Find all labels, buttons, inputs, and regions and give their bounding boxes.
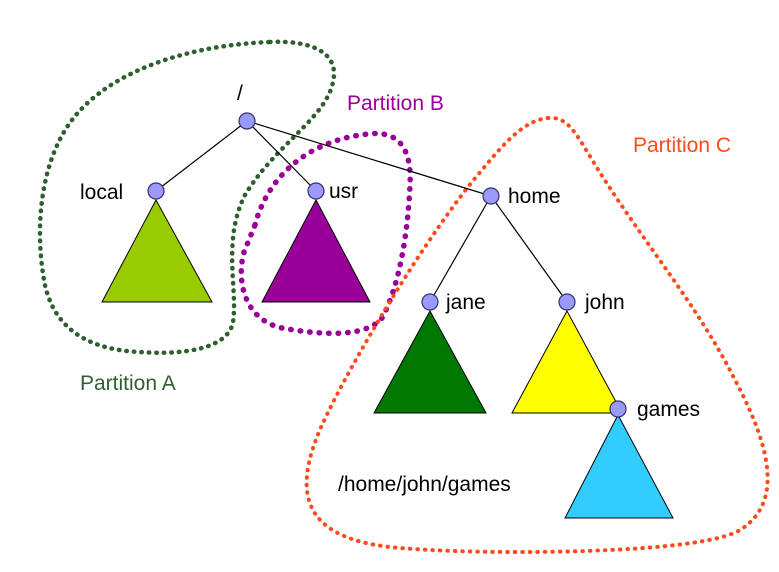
jane-subtree-triangle <box>373 309 487 414</box>
edge-root-usr <box>246 120 317 192</box>
node-usr <box>307 182 325 200</box>
node-label-root: / <box>237 82 243 105</box>
path-label: /home/john/games <box>338 473 511 496</box>
usr-subtree-triangle <box>261 198 371 303</box>
node-home <box>482 187 500 205</box>
john-subtree-triangle <box>511 309 623 414</box>
tree-edges <box>155 120 568 303</box>
node-label-local: local <box>80 181 123 204</box>
partition-a-label: Partition A <box>80 372 176 395</box>
edge-root-home <box>246 120 492 197</box>
node-label-home: home <box>508 185 561 208</box>
node-local <box>147 182 165 200</box>
node-root <box>238 112 256 130</box>
node-label-john: john <box>584 291 625 314</box>
partition-b-label: Partition B <box>347 92 444 115</box>
edge-root-local <box>155 120 248 192</box>
node-jane <box>421 293 439 311</box>
partition-a-boundary <box>37 39 337 356</box>
tree-nodes <box>147 112 627 418</box>
node-games <box>609 400 627 418</box>
local-subtree-triangle <box>101 198 213 303</box>
partition-c-label: Partition C <box>633 134 731 157</box>
partition-b-boundary <box>238 130 413 337</box>
node-label-usr: usr <box>329 180 358 203</box>
edge-home-john <box>490 195 568 303</box>
edge-home-jane <box>429 195 492 303</box>
partition-c-boundary <box>304 115 770 554</box>
games-subtree-triangle <box>564 413 674 519</box>
node-label-jane: jane <box>445 291 486 314</box>
node-john <box>558 293 576 311</box>
node-label-games: games <box>637 398 700 421</box>
